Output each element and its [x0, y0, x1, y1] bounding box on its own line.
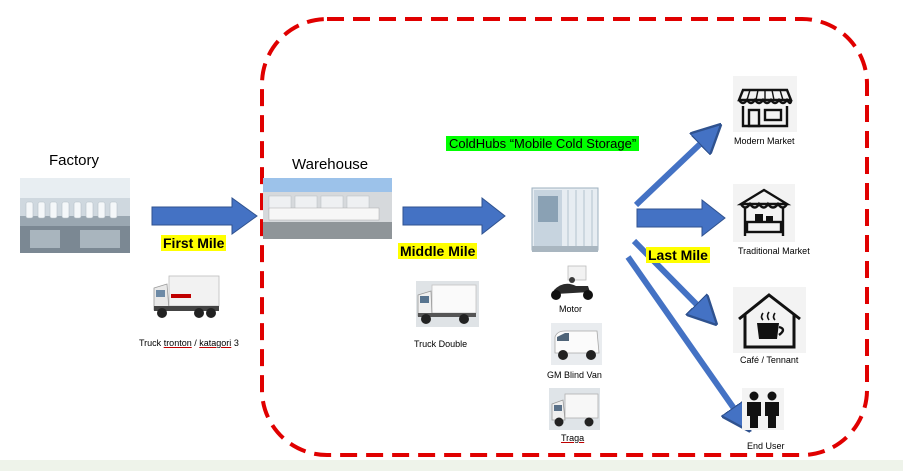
modern-market-icon	[733, 76, 797, 132]
middle-mile-label: Middle Mile	[398, 243, 478, 261]
gm-blind-van-photo	[551, 323, 602, 365]
motor-photo	[546, 264, 598, 302]
end-user-label: End User	[747, 441, 785, 451]
truck-tronton-photo	[151, 270, 221, 322]
bottom-strip	[0, 460, 903, 471]
first-mile-arrow	[151, 197, 258, 235]
truck-tronton-word-4: katagori	[199, 338, 232, 348]
middle-mile-text: Middle Mile	[398, 243, 478, 259]
last-mile-label: Last Mile	[646, 247, 710, 265]
traditional-market-label: Traditional Market	[738, 246, 810, 256]
truck-tronton-word-1: Truck	[139, 338, 162, 348]
modern-market-label: Modern Market	[734, 136, 795, 146]
cafe-icon	[733, 287, 806, 353]
truck-tronton-word-5: 3	[233, 338, 239, 348]
coldhubs-text: ColdHubs “Mobile Cold Storage”	[446, 136, 640, 151]
coldhubs-container-photo	[524, 182, 606, 256]
gm-blind-van-label: GM Blind Van	[547, 370, 602, 380]
truck-double-label: Truck Double	[414, 339, 468, 349]
middle-mile-arrow	[402, 196, 506, 236]
last-mile-text: Last Mile	[646, 247, 710, 263]
cold-chain-boundary	[260, 17, 869, 457]
arrow-to-end-user	[625, 255, 747, 427]
factory-label: Factory	[49, 152, 100, 169]
last-mile-arrow	[636, 198, 726, 238]
coldhubs-label: ColdHubs “Mobile Cold Storage”	[446, 135, 640, 153]
first-mile-label: First Mile	[161, 235, 227, 253]
cafe-label: Café / Tennant	[740, 355, 799, 365]
traditional-market-icon	[733, 184, 795, 242]
truck-tronton-word-2: tronton	[163, 338, 192, 348]
end-user-icon	[742, 388, 784, 430]
truck-tronton-label: Truck tronton / katagori 3	[139, 338, 239, 348]
traga-photo	[549, 388, 600, 430]
first-mile-text: First Mile	[161, 235, 227, 251]
arrow-to-modern-market	[633, 128, 717, 208]
warehouse-photo	[263, 178, 392, 239]
traga-label: Traga	[561, 433, 585, 443]
truck-double-photo	[416, 281, 479, 327]
motor-label: Motor	[559, 304, 583, 314]
factory-photo	[20, 178, 130, 253]
warehouse-label: Warehouse	[292, 156, 369, 173]
truck-tronton-word-3: /	[194, 338, 197, 348]
